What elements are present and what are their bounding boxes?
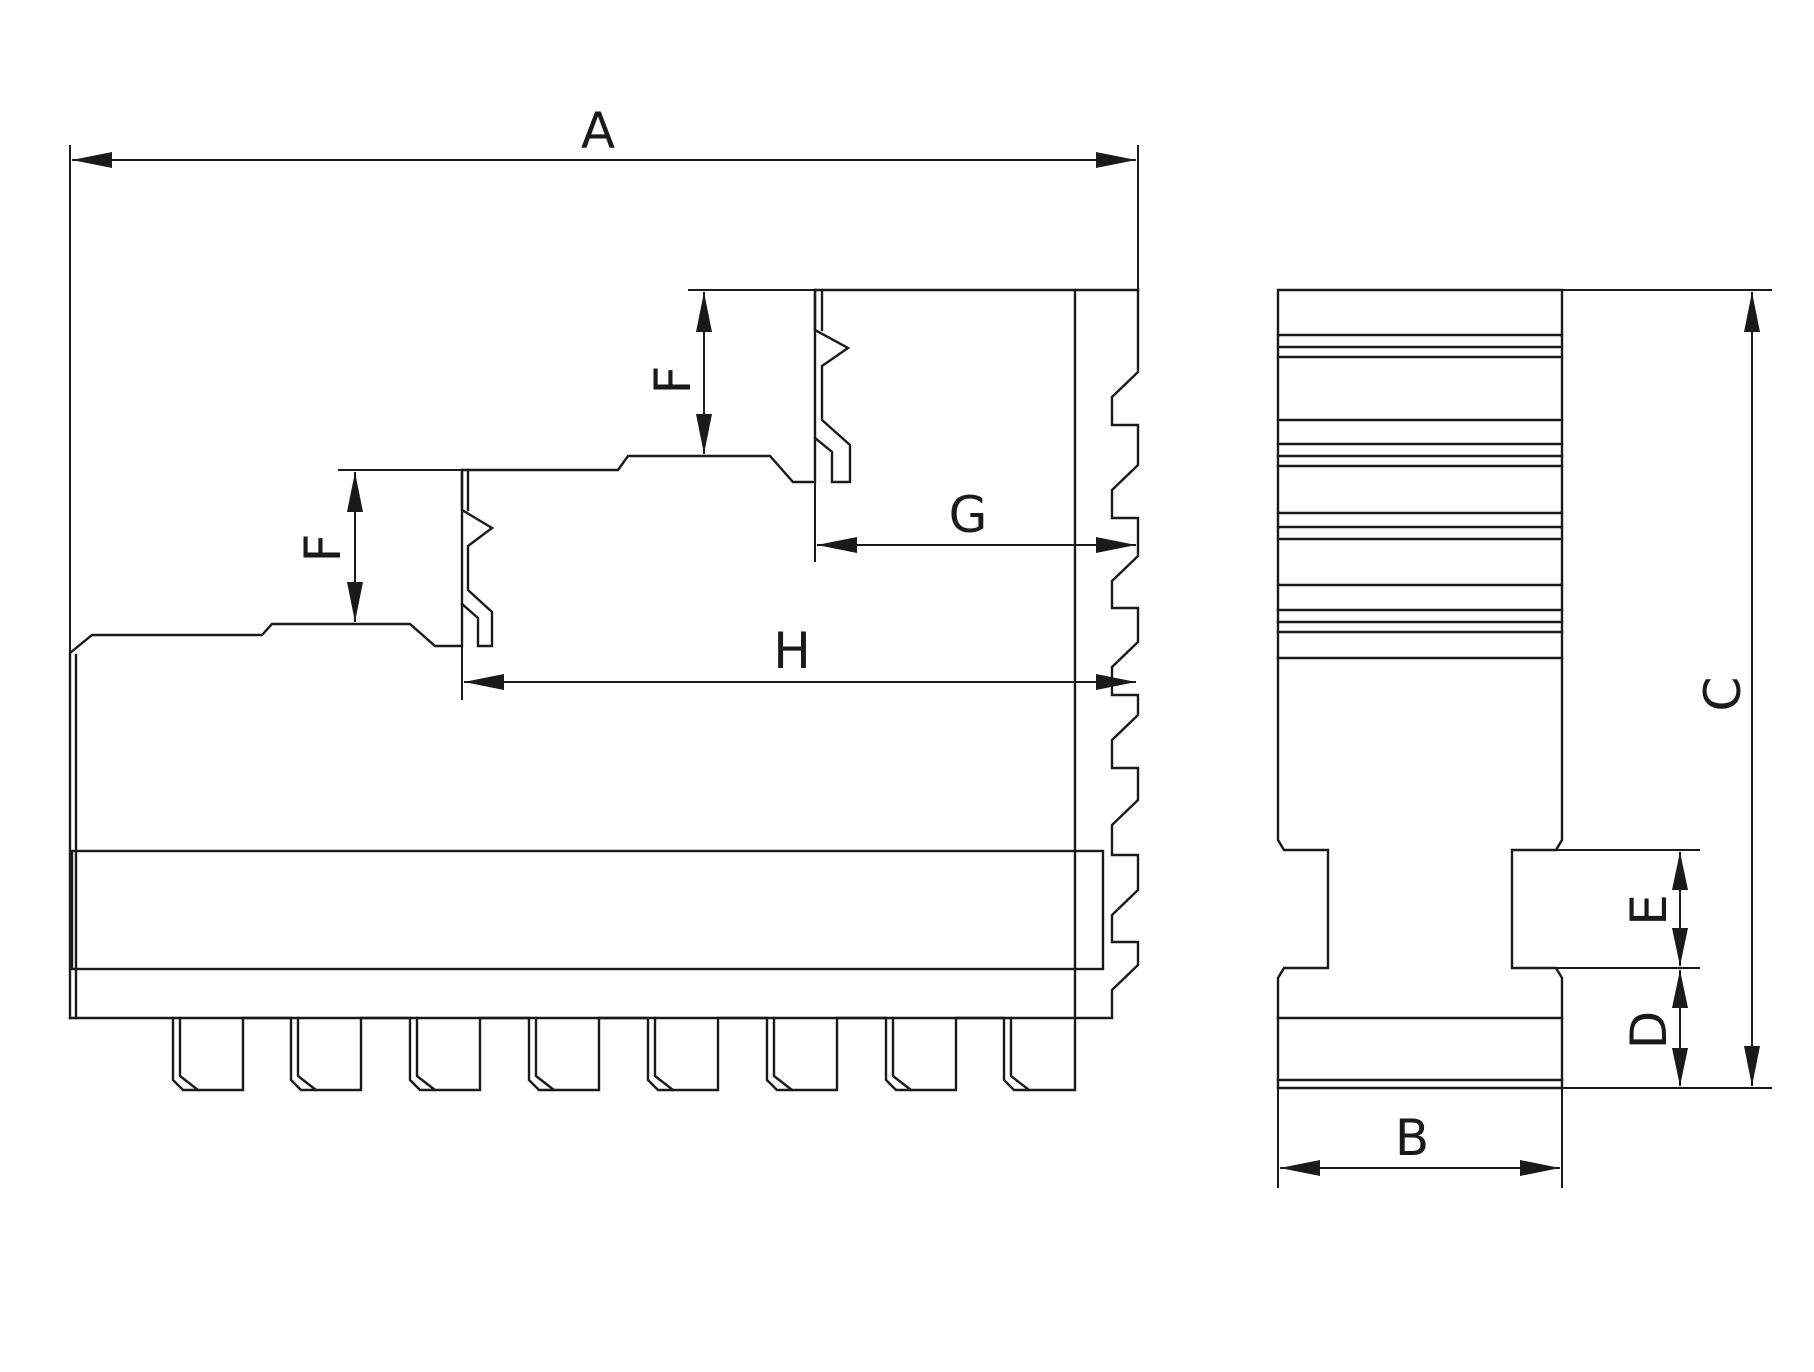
dimension-d: D	[1620, 970, 1688, 1086]
dimension-f-upper: F	[644, 289, 815, 454]
lower-step-groove	[460, 468, 495, 648]
side-view	[68, 288, 1140, 1092]
upper-step-groove	[813, 288, 852, 484]
dimension-b: B	[1277, 1088, 1563, 1188]
label-c: C	[1694, 677, 1752, 712]
side-view-bar	[70, 849, 1105, 971]
dimension-f-lower: F	[294, 469, 462, 622]
dimension-a: A	[69, 102, 1139, 655]
bottom-teeth	[171, 1016, 1077, 1092]
label-b: B	[1395, 1109, 1429, 1167]
label-a: A	[581, 102, 615, 160]
dimension-e: E	[1512, 849, 1700, 969]
dimension-g: G	[814, 482, 1136, 562]
label-d: D	[1620, 1011, 1678, 1050]
bottom-teeth-inner	[178, 1016, 1031, 1092]
side-view-outline	[68, 288, 1140, 1020]
side-view-serration-teeth	[1073, 288, 1140, 1020]
label-g: G	[949, 486, 988, 544]
dimension-h: H	[461, 622, 1136, 700]
label-f-lower: F	[294, 534, 352, 563]
label-f-upper: F	[644, 366, 702, 395]
dimension-c: C	[1562, 289, 1772, 1089]
end-view-serration-lines	[1276, 333, 1564, 1082]
label-h: H	[773, 622, 811, 680]
label-e: E	[1620, 894, 1678, 926]
